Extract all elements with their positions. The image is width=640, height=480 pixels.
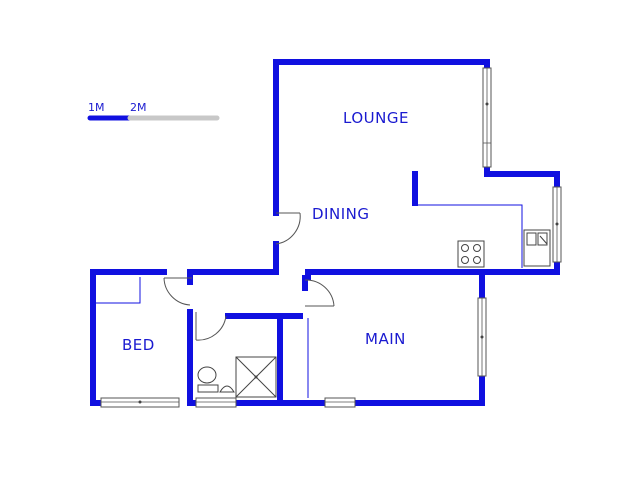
room-label-lounge: LOUNGE — [343, 109, 409, 127]
kitchen-window — [552, 186, 562, 263]
bathroom-window — [195, 397, 237, 408]
room-label-dining: DINING — [312, 205, 370, 223]
stove — [457, 240, 485, 268]
walls — [90, 59, 560, 406]
main-window-bottom — [324, 397, 356, 408]
toilet — [197, 366, 219, 393]
bathroom-door — [195, 312, 227, 341]
lounge-window — [482, 67, 492, 168]
bed-window — [100, 397, 180, 408]
doors — [163, 212, 335, 341]
windows — [100, 67, 562, 408]
interior-thin-lines — [95, 204, 523, 398]
kitchen-sink — [523, 229, 551, 267]
main-window-side — [477, 297, 487, 377]
bed-door — [163, 277, 192, 306]
scale-label-2m: 2M — [130, 101, 147, 114]
shower — [235, 356, 277, 398]
main-door — [304, 279, 335, 307]
scale-label-1m: 1M — [88, 101, 105, 114]
fixtures — [197, 229, 551, 398]
room-label-main: MAIN — [365, 330, 406, 348]
dining-door — [275, 212, 301, 245]
room-label-bed: BED — [122, 336, 155, 354]
basin — [219, 385, 235, 393]
